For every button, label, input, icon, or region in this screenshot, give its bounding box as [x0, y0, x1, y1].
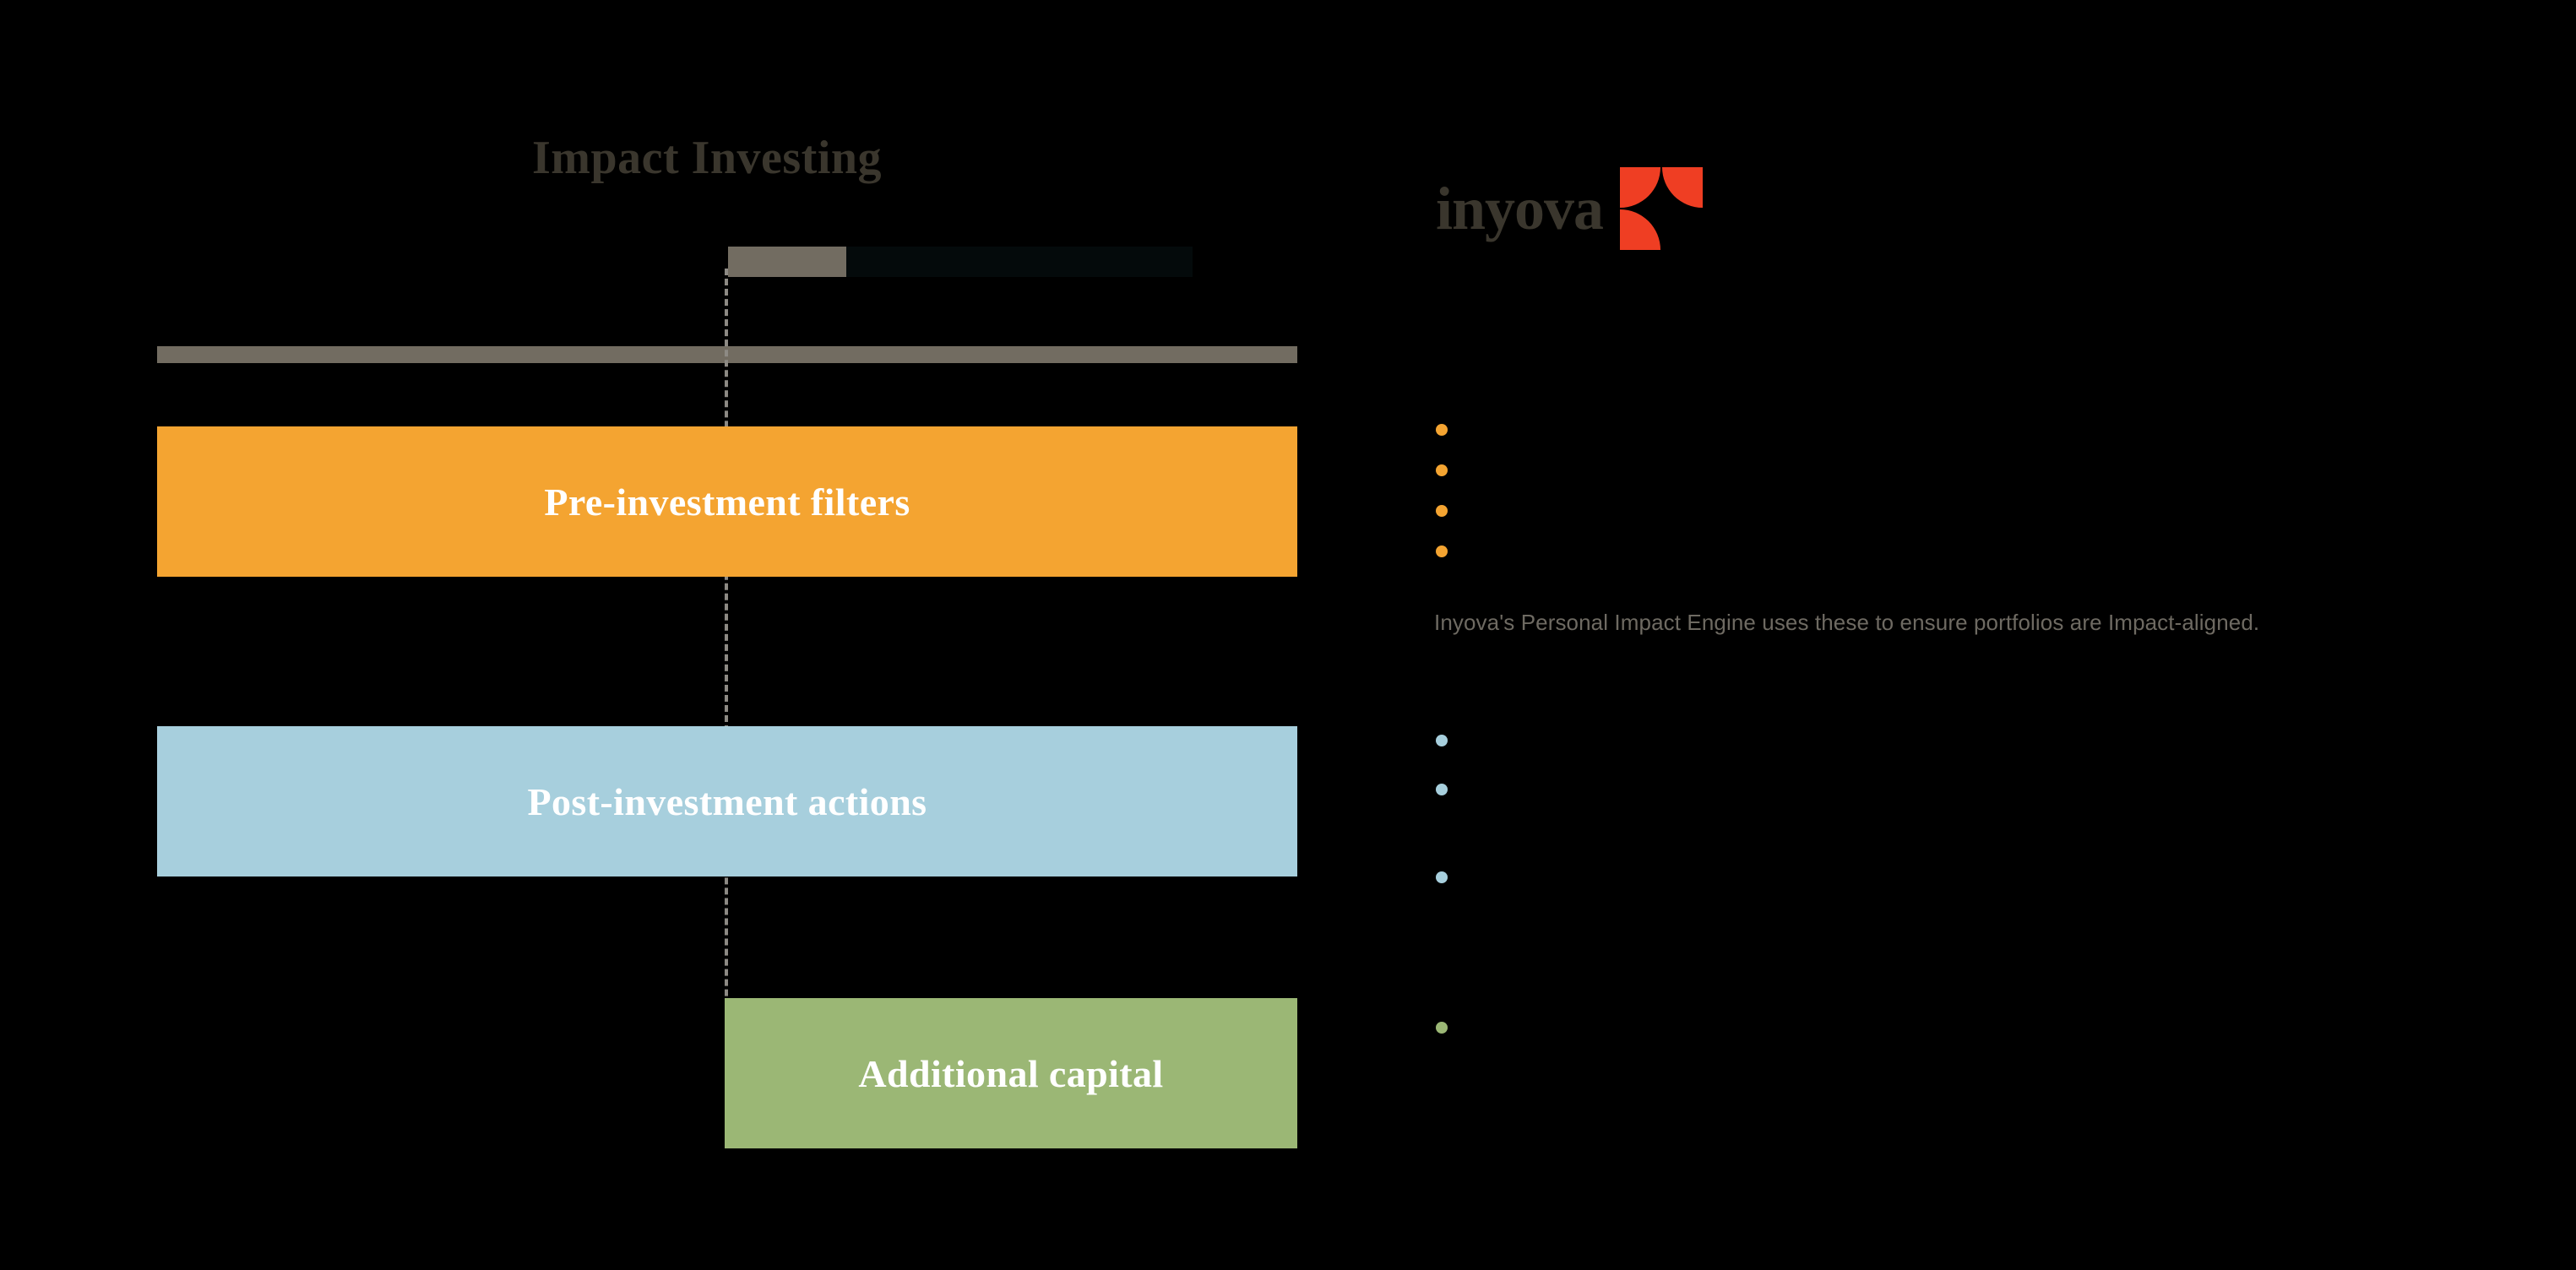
list-item — [1436, 861, 1466, 883]
brand-lockup: inyova — [1436, 167, 1704, 250]
list-item — [1436, 1012, 1466, 1034]
bullet-dot-icon — [1436, 424, 1448, 436]
inyova-flower-icon — [1620, 167, 1704, 250]
timeline-segment-dark-1 — [846, 247, 1014, 277]
list-item — [1436, 454, 1466, 476]
phase-bar-pre-investment: Pre-investment filters — [157, 426, 1297, 577]
timeline-segment-dark-2-label — [1014, 247, 1193, 277]
bullet-dot-icon — [1436, 505, 1448, 517]
list-item — [1436, 725, 1466, 746]
flower-petal-top-right — [1662, 167, 1704, 208]
bullet-dot-icon — [1436, 735, 1448, 746]
phase-bar-additional-capital: Additional capital — [725, 998, 1297, 1148]
timeline-segment-gray-label — [728, 247, 846, 277]
impact-engine-caption: Inyova's Personal Impact Engine uses the… — [1434, 610, 2260, 635]
bullet-dot-icon — [1436, 464, 1448, 476]
additional-capital-bullet-group — [1436, 1012, 1466, 1034]
phase-bar-post-investment-label: Post-investment actions — [527, 779, 927, 823]
pre-investment-bullet-group — [1436, 414, 1466, 557]
inyova-wordmark: inyova — [1436, 175, 1604, 242]
list-item — [1436, 414, 1466, 436]
timeline-segment-gray — [728, 247, 846, 277]
flower-petal-top-left — [1620, 167, 1661, 208]
post-investment-bullet-group — [1436, 725, 1466, 883]
bullet-dot-icon — [1436, 784, 1448, 795]
phase-bar-post-investment: Post-investment actions — [157, 726, 1297, 877]
list-item — [1436, 495, 1466, 517]
bullet-dot-icon — [1436, 871, 1448, 883]
list-item — [1436, 535, 1466, 557]
phase-bar-pre-investment-label: Pre-investment filters — [544, 480, 910, 524]
copy-panel: inyova — [1385, 0, 2576, 1270]
phase-divider-dashed-line — [725, 269, 728, 1138]
page-title: Impact Investing — [532, 132, 883, 184]
phase-bar-additional-capital-label: Additional capital — [858, 1051, 1164, 1095]
diagram-panel: Impact Investing Pre-investment filters … — [157, 132, 1297, 1148]
bullet-dot-icon — [1436, 1022, 1448, 1034]
bullet-dot-icon — [1436, 545, 1448, 557]
timeline-segment-dark-1-label — [846, 247, 1014, 277]
list-item — [1436, 773, 1466, 795]
timeline-segment-dark-2 — [1014, 247, 1193, 277]
flower-petal-bottom-left — [1620, 209, 1661, 250]
